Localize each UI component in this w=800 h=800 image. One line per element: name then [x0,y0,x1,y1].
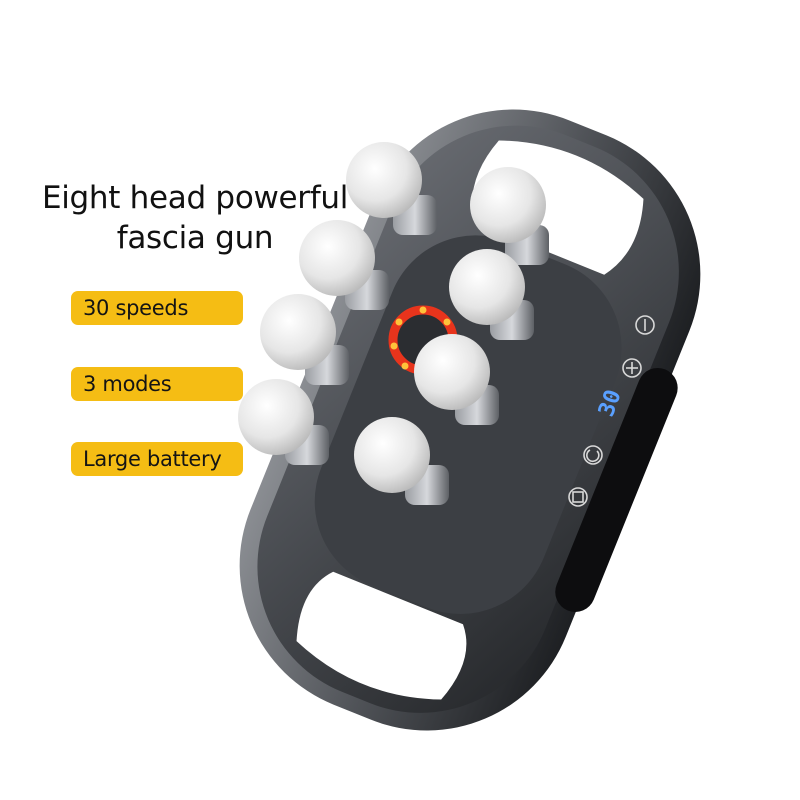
head-3 [299,220,389,310]
feature-badge-speeds: 30 speeds [71,291,243,325]
head-7 [238,379,329,465]
massage-heads [238,142,549,505]
head-5 [260,294,349,385]
control-buttons [568,315,655,507]
control-panel [555,367,678,612]
head-8 [354,417,449,505]
minus-button [635,315,655,335]
mode-button [568,487,588,507]
feature-badge-modes: 3 modes [71,367,243,401]
headline-line-1: Eight head powerful [41,180,349,216]
feature-badge-battery: Large battery [71,442,243,476]
head-4 [449,249,534,340]
head-6 [414,334,499,425]
head-2 [470,167,549,265]
power-button [583,445,603,465]
bottom-handle-opening [296,571,467,700]
plus-button [622,358,642,378]
headline: Eight head powerful fascia gun [40,178,350,258]
head-1 [346,142,437,235]
headline-line-2: fascia gun [116,220,274,256]
